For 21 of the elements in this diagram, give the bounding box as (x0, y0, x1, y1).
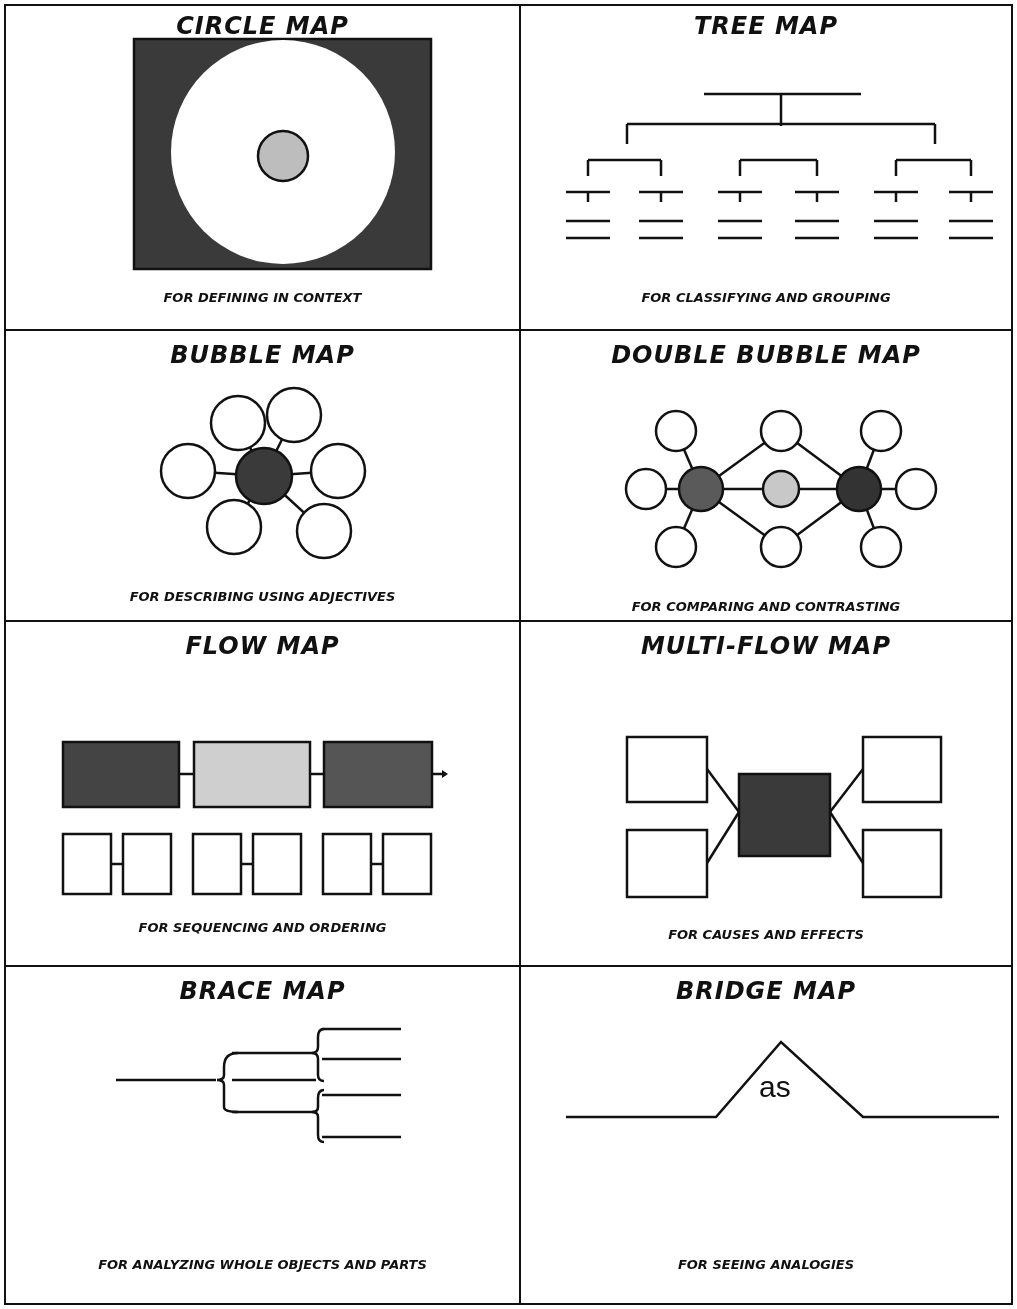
panel-title: BUBBLE MAP (170, 341, 355, 369)
panel-caption: FOR COMPARING AND CONTRASTING (631, 599, 901, 614)
panel-caption: FOR SEQUENCING AND ORDERING (138, 920, 387, 935)
map-panel (4, 4, 521, 331)
panel-title: BRIDGE MAP (675, 977, 857, 1005)
panel-title: DOUBLE BUBBLE MAP (611, 341, 921, 369)
panel-title: BRACE MAP (179, 977, 346, 1005)
panel-caption: FOR DESCRIBING USING ADJECTIVES (129, 589, 396, 604)
panel-caption: FOR CAUSES AND EFFECTS (668, 927, 864, 942)
panel-caption: FOR DEFINING IN CONTEXT (163, 290, 362, 305)
panel-caption: FOR SEEING ANALOGIES (677, 1257, 855, 1272)
map-panel (519, 965, 1013, 1305)
panel-title: CIRCLE MAP (176, 12, 349, 40)
panel-caption: FOR CLASSIFYING AND GROUPING (641, 290, 891, 305)
map-panel (4, 965, 521, 1305)
panel-title: MULTI-FLOW MAP (640, 632, 892, 660)
panel-title: TREE MAP (693, 12, 838, 40)
panel-title: FLOW MAP (185, 632, 340, 660)
panel-caption: FOR ANALYZING WHOLE OBJECTS AND PARTS (98, 1257, 427, 1272)
map-panel (519, 4, 1013, 331)
bridge-label: as (759, 1070, 791, 1104)
